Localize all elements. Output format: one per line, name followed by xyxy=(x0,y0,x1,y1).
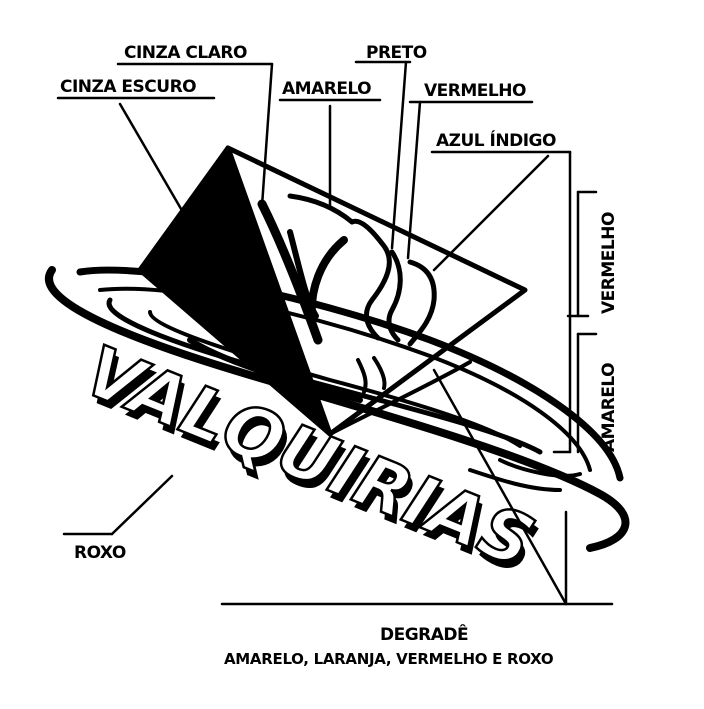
logo-wordmark-text: VALQUIRIAS xyxy=(74,330,545,584)
leader-lines xyxy=(56,60,614,606)
label-vermelho-side: VERMELHO xyxy=(599,212,619,314)
ring-front xyxy=(45,266,630,552)
logo-artwork: VALQUIRIAS VALQUIRIAS xyxy=(45,145,630,592)
label-roxo: ROXO xyxy=(74,543,126,563)
label-vermelho-top: VERMELHO xyxy=(424,81,526,101)
label-amarelo-top: AMARELO xyxy=(282,79,371,99)
label-preto: PRETO xyxy=(366,43,427,63)
label-degrade-title: DEGRADÊ xyxy=(380,623,468,645)
label-azul-indigo: AZUL ÍNDIGO xyxy=(436,129,556,151)
dark-facet xyxy=(140,148,330,434)
label-degrade-colors: AMARELO, LARANJA, VERMELHO E ROXO xyxy=(224,650,553,668)
label-amarelo-side: AMARELO xyxy=(599,363,619,452)
label-cinza-claro: CINZA CLARO xyxy=(124,43,247,63)
logo-wordmark: VALQUIRIAS VALQUIRIAS xyxy=(72,328,548,591)
color-labels: CINZA CLARO PRETO CINZA ESCURO AMARELO V… xyxy=(60,43,619,668)
label-cinza-escuro: CINZA ESCURO xyxy=(60,77,196,97)
